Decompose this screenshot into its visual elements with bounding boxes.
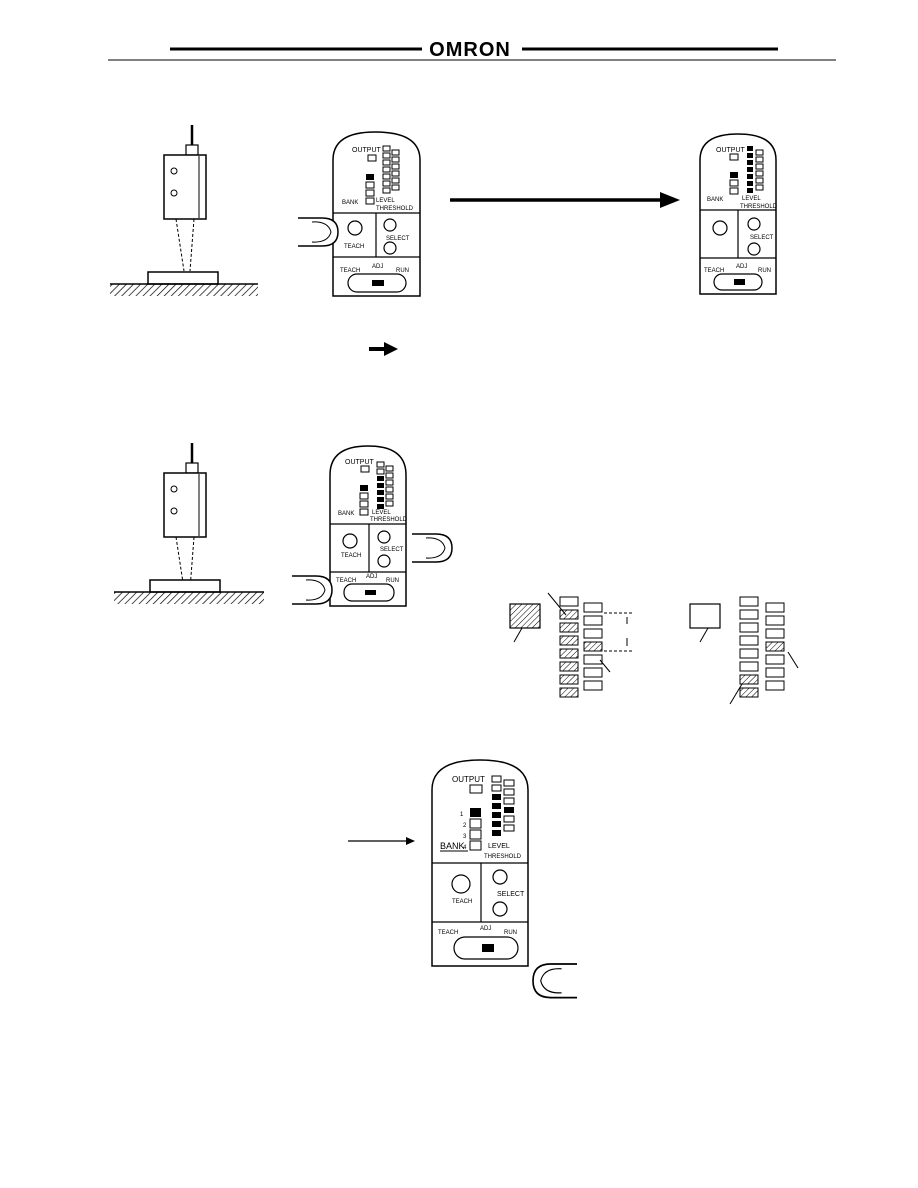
- arrow-right-icon: [369, 342, 398, 356]
- select-label: SELECT: [380, 547, 404, 553]
- level-label: LEVEL: [372, 510, 391, 516]
- led-diagram-left: [509, 592, 634, 698]
- mode-switch-knob[interactable]: [365, 590, 376, 595]
- mode-switch-knob[interactable]: [482, 944, 494, 952]
- workpiece: [149, 579, 221, 593]
- control-panel-b: OUTPUT BANK LEVEL THRESHOLD SELECT TEACH: [699, 133, 778, 295]
- mode-switch-knob[interactable]: [734, 279, 745, 285]
- select-up-button[interactable]: [492, 869, 508, 885]
- level-indicator-bar: [376, 461, 394, 509]
- select-up-button[interactable]: [383, 218, 397, 232]
- adj-mode-label: ADJ: [366, 574, 377, 580]
- select-label: SELECT: [386, 236, 410, 242]
- teach-mode-label: TEACH: [704, 268, 724, 274]
- select-down-button[interactable]: [377, 554, 391, 568]
- adj-mode-label: ADJ: [736, 264, 747, 270]
- bank-label: BANK: [342, 200, 358, 206]
- teach-mode-label: TEACH: [340, 268, 360, 274]
- ground-hatch-icon: [110, 284, 258, 296]
- threshold-label: THRESHOLD: [740, 204, 778, 210]
- output-label: OUTPUT: [345, 459, 375, 466]
- bank-label: BANK: [338, 511, 354, 517]
- sensor-icon: [162, 123, 208, 273]
- select-label: SELECT: [497, 891, 525, 898]
- control-panel-c: OUTPUT BANK LEVEL THRESHOLD TEACH SELEC: [329, 445, 408, 607]
- level-indicator-bar: [747, 146, 764, 193]
- ground-hatch-icon: [114, 592, 264, 604]
- arrow-right-icon: [348, 837, 415, 845]
- teach-button[interactable]: [712, 220, 728, 236]
- threshold-label: THRESHOLD: [376, 206, 414, 212]
- control-panel-d: OUTPUT 1 2 3 4 BANK LEVEL THRESHOLD: [431, 759, 529, 967]
- finger-icon: [291, 575, 333, 605]
- teach-button[interactable]: [342, 533, 358, 549]
- run-mode-label: RUN: [386, 578, 399, 584]
- bank-label: BANK: [440, 841, 465, 851]
- level-indicator-bar: [382, 145, 400, 194]
- adj-mode-label: ADJ: [480, 926, 491, 932]
- led-diagram-right: [689, 596, 799, 705]
- level-indicator-bar: [491, 775, 515, 836]
- teach-label: TEACH: [344, 244, 364, 250]
- level-label: LEVEL: [742, 196, 761, 202]
- select-up-button[interactable]: [377, 530, 391, 544]
- threshold-label: THRESHOLD: [484, 854, 522, 860]
- select-down-button[interactable]: [492, 901, 508, 917]
- teach-mode-label: TEACH: [438, 930, 458, 936]
- workpiece: [147, 271, 219, 285]
- threshold-label: THRESHOLD: [370, 517, 408, 523]
- select-up-button[interactable]: [747, 217, 761, 231]
- mode-switch-knob[interactable]: [372, 280, 384, 286]
- bank-number-3: 3: [463, 834, 467, 840]
- output-label: OUTPUT: [452, 775, 485, 784]
- finger-icon: [532, 963, 578, 999]
- teach-label: TEACH: [452, 899, 472, 905]
- run-mode-label: RUN: [758, 268, 771, 274]
- teach-mode-label: TEACH: [336, 578, 356, 584]
- level-label: LEVEL: [488, 843, 510, 850]
- control-panel-a: OUTPUT BANK LEVEL THRESHOLD TEACH SELEC: [332, 131, 421, 297]
- level-label: LEVEL: [376, 198, 395, 204]
- output-label: OUTPUT: [716, 147, 746, 154]
- bank-label: BANK: [707, 197, 723, 203]
- teach-label: TEACH: [341, 553, 361, 559]
- teach-button[interactable]: [451, 874, 471, 894]
- finger-icon: [411, 533, 453, 563]
- adj-mode-label: ADJ: [372, 264, 383, 270]
- teach-button[interactable]: [347, 220, 363, 236]
- run-mode-label: RUN: [396, 268, 409, 274]
- bank-number-2: 2: [463, 823, 467, 829]
- finger-icon: [297, 217, 339, 247]
- brand-logo: OMRON: [429, 39, 511, 61]
- bank-number-1: 1: [460, 812, 464, 818]
- select-label: SELECT: [750, 235, 774, 241]
- bank-number-4: 4: [463, 845, 467, 851]
- arrow-right-icon: [450, 192, 680, 208]
- sensor-icon: [162, 441, 208, 591]
- select-down-button[interactable]: [747, 242, 761, 256]
- run-mode-label: RUN: [504, 930, 517, 936]
- select-down-button[interactable]: [383, 241, 397, 255]
- output-label: OUTPUT: [352, 147, 382, 154]
